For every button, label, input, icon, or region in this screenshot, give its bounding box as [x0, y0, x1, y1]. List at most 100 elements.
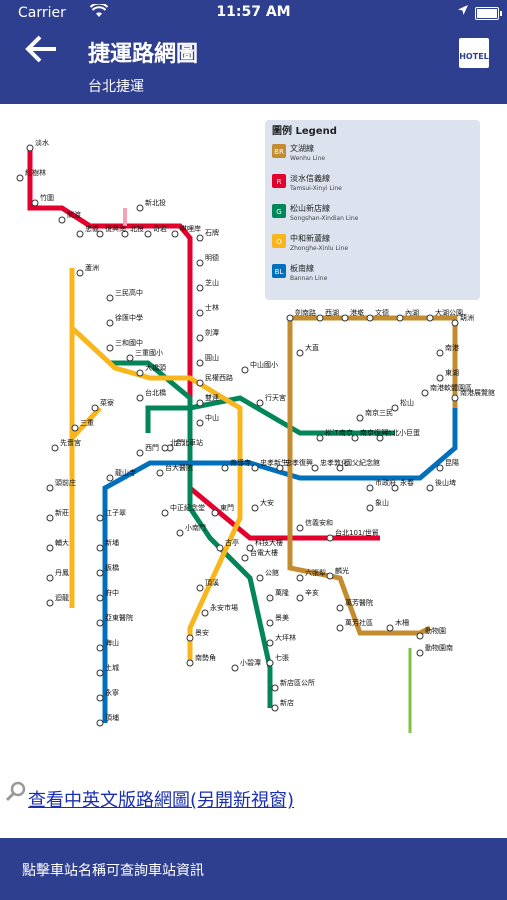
- station-dot[interactable]: [136, 394, 144, 402]
- station-label[interactable]: 江子翠: [105, 509, 126, 517]
- station-dot[interactable]: [246, 544, 254, 552]
- station-dot[interactable]: [196, 399, 204, 407]
- station-dot[interactable]: [96, 719, 104, 727]
- station-dot[interactable]: [216, 544, 224, 552]
- station-label[interactable]: 北門: [170, 439, 184, 447]
- station-dot[interactable]: [106, 344, 114, 352]
- station-dot[interactable]: [121, 230, 129, 238]
- station-label[interactable]: 菜寮: [100, 398, 114, 407]
- chinese-english-map-link-row[interactable]: 查看中英文版路網圖(另開新視窗): [0, 780, 507, 820]
- station-dot[interactable]: [316, 434, 324, 442]
- station-label[interactable]: 台大醫院: [165, 463, 193, 472]
- station-dot[interactable]: [376, 434, 384, 442]
- station-dot[interactable]: [196, 259, 204, 267]
- station-label[interactable]: 木柵: [395, 618, 409, 627]
- station-label[interactable]: 新埔: [105, 538, 119, 547]
- station-label[interactable]: 大橋頭: [145, 363, 166, 372]
- station-label[interactable]: 紅樹林: [25, 168, 46, 177]
- station-dot[interactable]: [96, 644, 104, 652]
- station-label[interactable]: 台電大樓: [250, 548, 278, 557]
- station-dot[interactable]: [196, 234, 204, 242]
- station-label[interactable]: 新北投: [145, 198, 166, 207]
- station-dot[interactable]: [171, 230, 179, 238]
- station-dot[interactable]: [416, 632, 424, 640]
- station-dot[interactable]: [426, 484, 434, 492]
- station-dot[interactable]: [326, 572, 334, 580]
- station-dot[interactable]: [136, 204, 144, 212]
- station-label[interactable]: 萬隆: [275, 588, 289, 597]
- station-dot[interactable]: [241, 554, 249, 562]
- station-label[interactable]: 丹鳳: [55, 569, 69, 577]
- station-label[interactable]: 竹圍: [40, 193, 54, 202]
- station-label[interactable]: 石牌: [205, 228, 219, 237]
- station-label[interactable]: 板橋: [105, 563, 119, 572]
- station-label[interactable]: 公館: [265, 568, 279, 577]
- station-dot[interactable]: [76, 230, 84, 238]
- station-label[interactable]: 淡水: [35, 138, 49, 147]
- station-dot[interactable]: [266, 594, 274, 602]
- station-dot[interactable]: [96, 569, 104, 577]
- station-dot[interactable]: [436, 349, 444, 357]
- station-label[interactable]: 北投: [130, 224, 144, 233]
- station-label[interactable]: 三重: [80, 419, 94, 427]
- station-dot[interactable]: [161, 444, 169, 452]
- station-label[interactable]: 科技大樓: [255, 538, 283, 547]
- station-dot[interactable]: [96, 694, 104, 702]
- station-dot[interactable]: [156, 469, 164, 477]
- station-dot[interactable]: [144, 230, 152, 238]
- station-dot[interactable]: [161, 509, 169, 517]
- station-dot[interactable]: [436, 374, 444, 382]
- station-dot[interactable]: [46, 514, 54, 522]
- station-dot[interactable]: [336, 464, 344, 472]
- station-label[interactable]: 芝山: [205, 278, 219, 287]
- station-dot[interactable]: [241, 366, 249, 374]
- station-label[interactable]: 龍山寺: [115, 468, 136, 477]
- station-label[interactable]: 輔大: [55, 538, 69, 547]
- station-label[interactable]: 象山: [375, 498, 389, 507]
- station-label[interactable]: 善導寺: [230, 458, 251, 467]
- station-dot[interactable]: [71, 424, 79, 432]
- station-dot[interactable]: [266, 639, 274, 647]
- station-label[interactable]: 松山: [400, 398, 414, 407]
- chinese-english-map-link[interactable]: 查看中英文版路網圖(另開新視窗): [28, 790, 295, 811]
- station-dot[interactable]: [51, 444, 59, 452]
- station-dot[interactable]: [391, 484, 399, 492]
- station-dot[interactable]: [451, 394, 459, 402]
- station-label[interactable]: 六張犁: [305, 568, 326, 577]
- station-dot[interactable]: [356, 414, 364, 422]
- station-label[interactable]: 小碧潭: [240, 658, 261, 667]
- station-dot[interactable]: [436, 464, 444, 472]
- station-dot[interactable]: [196, 584, 204, 592]
- station-dot[interactable]: [196, 419, 204, 427]
- station-dot[interactable]: [196, 334, 204, 342]
- station-label[interactable]: 圓山: [205, 353, 219, 362]
- station-label[interactable]: 府中: [105, 588, 119, 597]
- station-label[interactable]: 港墘: [350, 308, 364, 317]
- station-dot[interactable]: [421, 389, 429, 397]
- station-dot[interactable]: [106, 294, 114, 302]
- station-dot[interactable]: [176, 529, 184, 537]
- station-dot[interactable]: [276, 464, 284, 472]
- station-label[interactable]: 忠孝復興: [285, 458, 313, 467]
- station-dot[interactable]: [366, 484, 374, 492]
- station-dot[interactable]: [196, 379, 204, 387]
- station-label[interactable]: 蘆洲: [85, 263, 99, 272]
- station-dot[interactable]: [201, 609, 209, 617]
- station-label[interactable]: 關渡: [67, 210, 81, 219]
- station-label[interactable]: 南京三民: [365, 408, 393, 417]
- hotel-icon[interactable]: HOTEL: [459, 38, 489, 68]
- station-label[interactable]: 西門: [145, 444, 159, 452]
- station-dot[interactable]: [336, 624, 344, 632]
- station-label[interactable]: 民權西路: [205, 373, 233, 382]
- station-dot[interactable]: [251, 504, 259, 512]
- station-label[interactable]: 南港展覽館: [460, 388, 495, 397]
- station-label[interactable]: 中山: [205, 413, 219, 422]
- station-dot[interactable]: [231, 664, 239, 672]
- station-label[interactable]: 中正紀念堂: [170, 503, 205, 512]
- station-label[interactable]: 信義安和: [305, 518, 333, 527]
- station-dot[interactable]: [31, 199, 39, 207]
- station-label[interactable]: 南京復興: [360, 428, 388, 437]
- station-label[interactable]: 動物園南: [425, 643, 453, 652]
- station-label[interactable]: 唭哩岸: [180, 224, 201, 233]
- station-dot[interactable]: [46, 484, 54, 492]
